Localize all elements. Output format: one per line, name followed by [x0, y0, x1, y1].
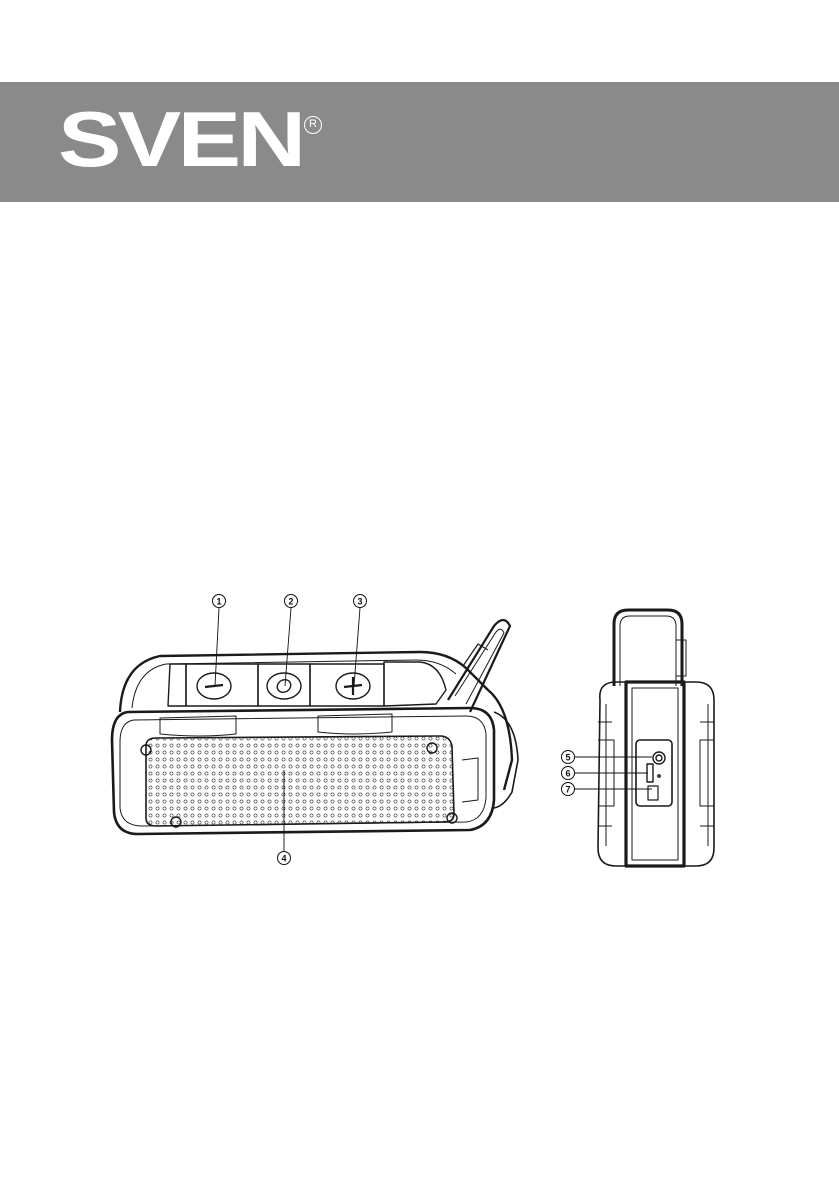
- callout-7-label: 7: [565, 785, 570, 795]
- callout-1-label: 1: [216, 597, 221, 607]
- callout-3-label: 3: [357, 597, 362, 607]
- callout-3: 3: [354, 595, 367, 608]
- callout-6: 6: [562, 767, 575, 780]
- callout-2: 2: [285, 595, 298, 608]
- callout-5: 5: [562, 751, 575, 764]
- callout-2-label: 2: [288, 597, 293, 607]
- speaker-front-view: [112, 620, 518, 834]
- speaker-side-view: [598, 610, 714, 866]
- callout-1: 1: [213, 595, 226, 608]
- callout-7: 7: [562, 783, 575, 796]
- callout-6-label: 6: [565, 769, 570, 779]
- callout-4-label: 4: [281, 854, 286, 864]
- callout-5-label: 5: [565, 753, 570, 763]
- callout-4: 4: [278, 852, 291, 865]
